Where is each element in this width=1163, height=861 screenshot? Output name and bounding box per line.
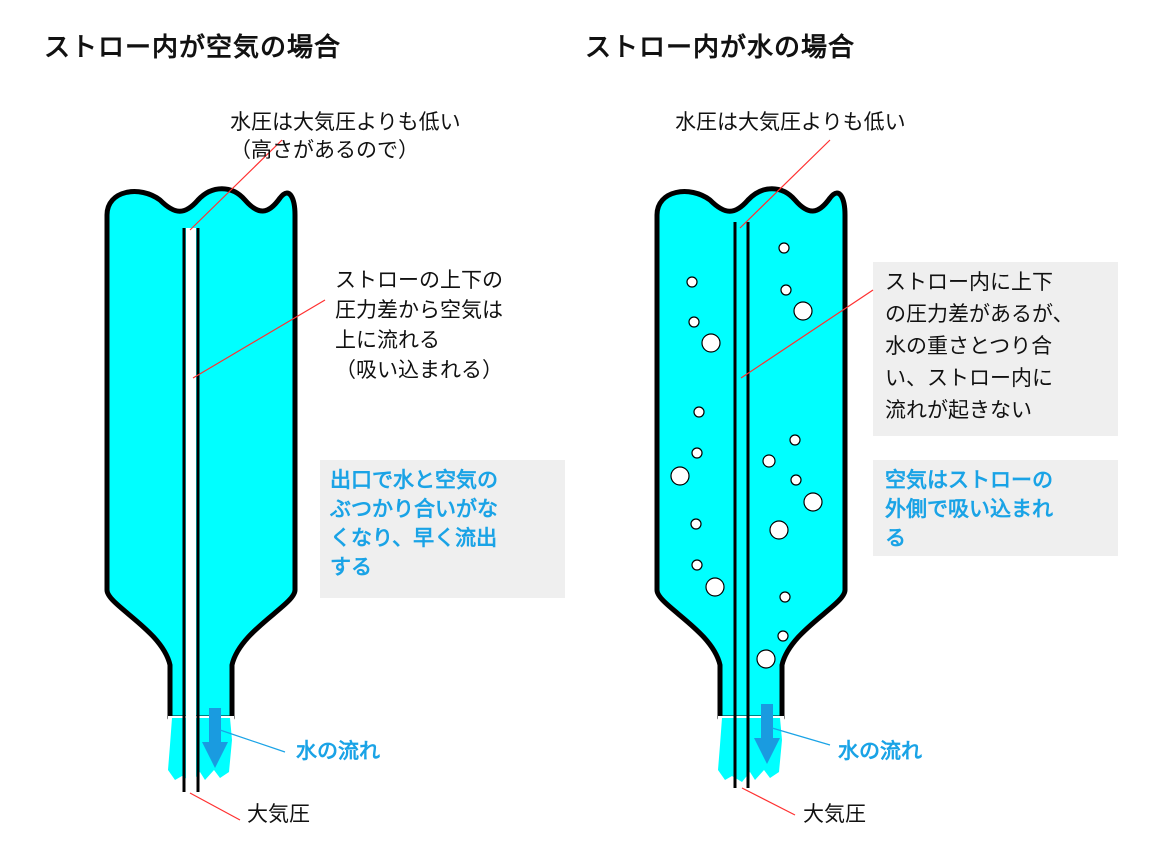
right-bottom-label: 大気圧 xyxy=(803,802,866,826)
bubble xyxy=(688,316,700,328)
left-top-label: 水圧は大気圧よりも低い （高さがあるので） xyxy=(230,110,461,162)
bubble xyxy=(701,333,721,353)
bubble xyxy=(756,649,776,669)
bubble xyxy=(790,474,802,486)
left-straw xyxy=(186,228,196,792)
right-leader-lines xyxy=(739,139,874,816)
bubble xyxy=(686,276,698,288)
right-box-label: 空気はストローの 外側で吸い込まれ る xyxy=(885,468,1053,550)
left-box-label: 出口で水と空気の ぶつかり合いがな くなり、早く流出 する xyxy=(330,468,498,579)
bubble xyxy=(690,518,702,530)
right-bottle xyxy=(657,189,845,782)
left-flow-arrow-icon xyxy=(202,708,228,768)
left-bottom-label: 大気圧 xyxy=(247,802,310,826)
right-top-label: 水圧は大気圧よりも低い xyxy=(675,110,906,134)
left-title: ストロー内が空気の場合 xyxy=(44,33,342,63)
left-note-box xyxy=(320,460,565,598)
bubble xyxy=(778,242,790,254)
bubble xyxy=(670,466,690,486)
right-middle-label: ストロー内に上下 の圧力差があるが、 水の重さとつり合 い、ストロー内に 流れが… xyxy=(885,270,1074,422)
bubble xyxy=(789,434,801,446)
right-flow-arrow-icon xyxy=(754,704,780,764)
right-flow-label: 水の流れ xyxy=(838,739,922,763)
right-title: ストロー内が水の場合 xyxy=(585,33,856,63)
left-leader-lines xyxy=(189,139,326,821)
bubble xyxy=(762,454,776,468)
bubble xyxy=(691,447,703,459)
left-middle-label: ストローの上下の 圧力差から空気は 上に流れる （吸い込まれる） xyxy=(335,268,503,382)
right-note-box xyxy=(873,460,1118,556)
bubble xyxy=(803,492,823,512)
bubble xyxy=(793,301,813,321)
bubble xyxy=(705,577,725,597)
bubble xyxy=(693,406,705,418)
left-bottle xyxy=(107,189,295,782)
left-flow-label: 水の流れ xyxy=(296,739,380,763)
bubble xyxy=(780,284,792,296)
air-bubbles xyxy=(670,242,823,669)
bubble xyxy=(779,591,791,603)
bubble xyxy=(769,520,789,540)
bubble xyxy=(691,559,703,571)
right-middle-note-box xyxy=(873,262,1118,436)
bubble xyxy=(777,630,789,642)
